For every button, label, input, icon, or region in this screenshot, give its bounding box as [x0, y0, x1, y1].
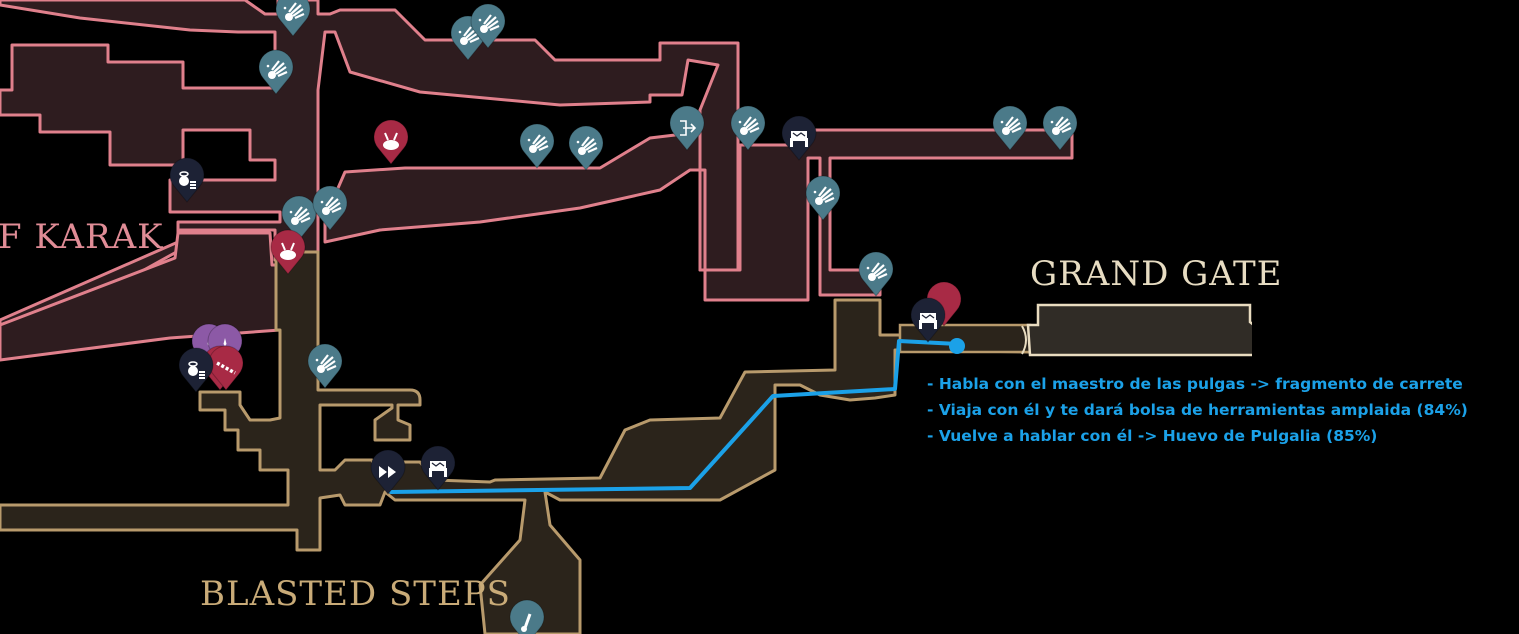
explosion-icon [283, 2, 305, 21]
exit-door-icon [680, 120, 697, 136]
explosion-icon [1000, 116, 1022, 135]
tool-icon [521, 613, 532, 632]
gate-hall [1026, 303, 1257, 357]
map-pin-shard-cluster[interactable] [307, 343, 343, 389]
bench-icon [790, 131, 808, 147]
karak-region [0, 0, 1074, 362]
note-line: - Vuelve a hablar con él -> Huevo de Pul… [927, 427, 1378, 445]
explosion-icon [813, 186, 835, 205]
note-line: - Habla con el maestro de las pulgas -> … [927, 375, 1463, 393]
map-pin-flea[interactable] [373, 119, 409, 165]
explosion-icon [458, 26, 480, 45]
route-endpoint [949, 338, 965, 354]
map-pin-bench[interactable] [420, 445, 456, 491]
route-notes: - Habla con el maestro de las pulgas -> … [927, 371, 1468, 449]
route-path [389, 339, 960, 494]
map-pin-shard-cluster[interactable] [1042, 105, 1078, 151]
flea-icon [280, 242, 296, 260]
karak-top-band [0, 0, 740, 352]
map-pin-shard-cluster[interactable] [258, 49, 294, 95]
region-label-blasted-steps: BLASTED STEPS [200, 574, 511, 614]
explosion-icon [527, 134, 549, 153]
map-pin-shard-cluster[interactable] [312, 185, 348, 231]
money-bag-icon [179, 171, 196, 189]
map-pin-bench[interactable] [781, 115, 817, 161]
map-pin-shard-cluster[interactable] [275, 0, 311, 37]
explosion-icon [738, 116, 760, 135]
map-pin-shard-cluster[interactable] [519, 123, 555, 169]
map-pin-vendor[interactable] [178, 347, 214, 393]
sparkle-icon [223, 338, 227, 346]
map-pin-bench[interactable] [910, 297, 946, 343]
map-pin-shard-cluster[interactable] [992, 105, 1028, 151]
explosion-icon [1050, 116, 1072, 135]
explosion-icon [320, 196, 342, 215]
region-label-karak: F KARAK [0, 217, 164, 257]
explosion-icon [315, 354, 337, 373]
note-line: - Viaja con él y te dará bolsa de herram… [927, 401, 1468, 419]
gate-door [1021, 325, 1027, 355]
explosion-icon [576, 136, 598, 155]
map-pin-tool[interactable] [509, 599, 545, 634]
flea-icon [383, 132, 399, 150]
explosion-icon [866, 262, 888, 281]
map-pin-shard-cluster[interactable] [858, 251, 894, 297]
map-pins [169, 0, 1078, 634]
explosion-icon [289, 206, 311, 225]
map-pin-exit[interactable] [669, 105, 705, 151]
bench-icon [429, 461, 447, 477]
explosion-icon [478, 14, 500, 33]
map-pin-shard-cluster[interactable] [470, 3, 506, 49]
region-label-grand-gate: GRAND GATE [1030, 254, 1282, 294]
fast-forward-icon [379, 466, 396, 478]
map-pin-shard-cluster[interactable] [281, 195, 317, 241]
map-pin-vendor[interactable] [169, 157, 205, 203]
karak-middle-band [323, 128, 1074, 302]
bench-icon [919, 313, 937, 329]
map-pin-shard-cluster[interactable] [730, 105, 766, 151]
explosion-icon [266, 60, 288, 79]
map-pin-flea[interactable] [270, 229, 306, 275]
map-pin-shard-cluster[interactable] [568, 125, 604, 171]
map-pin-fast-travel[interactable] [370, 449, 406, 495]
money-bag-icon [188, 361, 205, 379]
map-pin-shard-cluster[interactable] [805, 175, 841, 221]
